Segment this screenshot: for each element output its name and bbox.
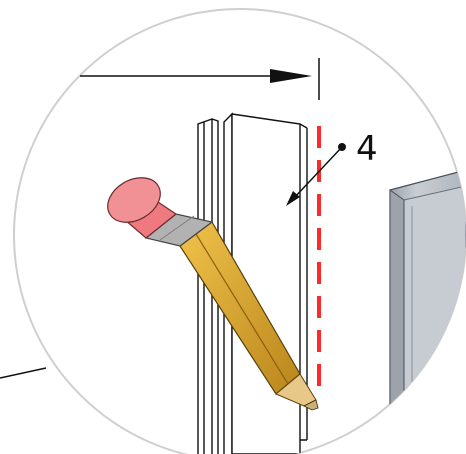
detail-leader-line [0, 367, 47, 379]
callout-leader [286, 143, 346, 206]
dimension-arrow [80, 58, 320, 100]
pencil-icon [107, 177, 319, 411]
callout-number: 4 [356, 129, 378, 169]
metal-panel [389, 169, 466, 454]
